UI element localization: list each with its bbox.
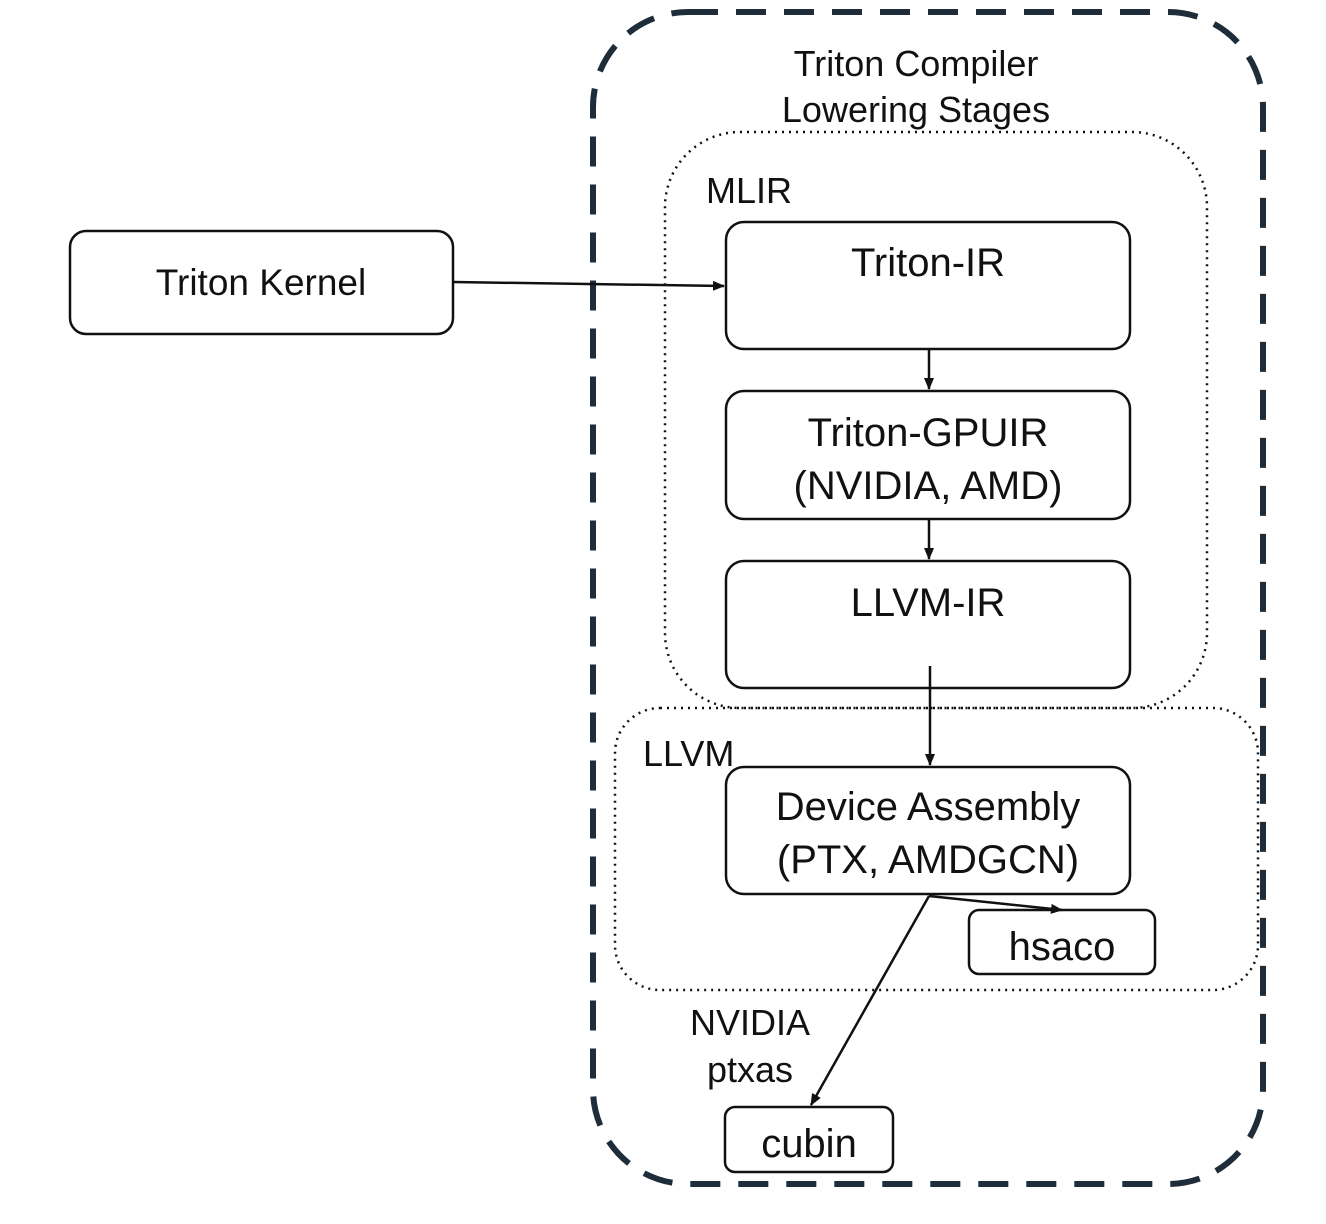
edge-device-assembly-to-hsaco [928,894,1063,914]
device-assembly-node [724,765,1132,896]
llvm-ir-node [724,559,1132,690]
ptxas-edge-label-line2: ptxas [707,1049,793,1090]
outer-container [590,9,1266,1187]
edge-device-assembly-to-cubin [809,895,931,1106]
outer-container-title-line2: Lowering Stages [782,89,1050,130]
cubin-node [723,1105,895,1174]
ptxas-edge-label-line1: NVIDIA [690,1002,810,1043]
triton-gpuir-label-line1: Triton-GPUIR [808,411,1049,455]
llvm-ir-label: LLVM-IR [851,581,1006,625]
llvm-group [613,706,1260,992]
device-assembly-label-line2: (PTX, AMDGCN) [777,838,1079,882]
triton-kernel-label: Triton Kernel [156,262,366,303]
edge-kernel-to-triton-ir [452,280,725,291]
mlir-group-label: MLIR [706,170,792,211]
llvm-group-label: LLVM [643,733,734,774]
hsaco-label: hsaco [1009,925,1116,969]
triton-gpuir-label-line2: (NVIDIA, AMD) [794,464,1063,508]
device-assembly-label-line1: Device Assembly [776,785,1081,829]
mlir-group [663,130,1209,710]
outer-container-title-line1: Triton Compiler [794,43,1039,84]
triton-ir-label: Triton-IR [851,241,1005,285]
cubin-label: cubin [761,1122,857,1166]
